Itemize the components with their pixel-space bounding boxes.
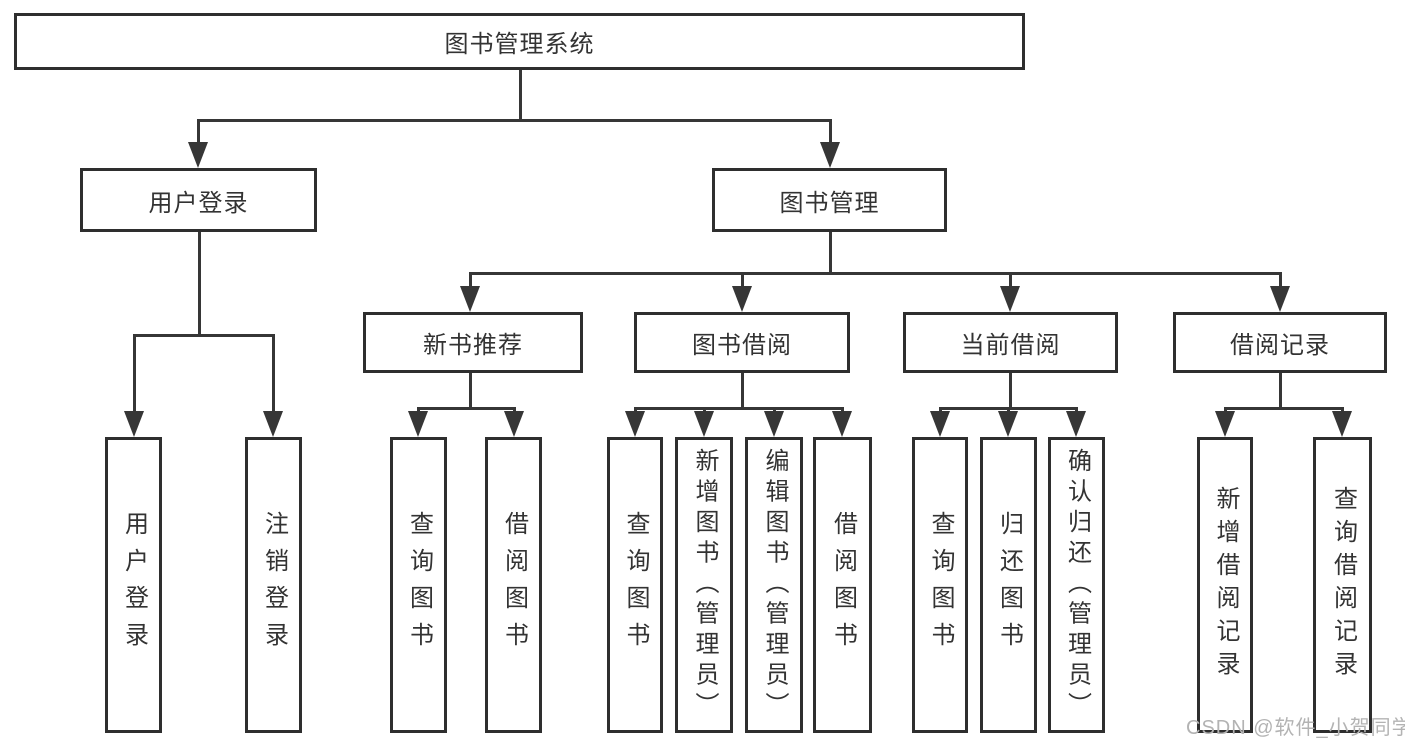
node-label: 借阅图书 bbox=[829, 511, 857, 659]
arrowhead-icon bbox=[694, 411, 714, 437]
connector-line bbox=[1278, 273, 1282, 288]
connector-line bbox=[1223, 406, 1344, 410]
node-leaf-query-books-1: 查询图书 bbox=[390, 437, 447, 733]
arrowhead-icon bbox=[1066, 411, 1086, 437]
node-label: 确认归还（管理员） bbox=[1063, 447, 1091, 723]
node-label: 查询图书 bbox=[405, 511, 433, 659]
node-book-mgmt: 图书管理 bbox=[712, 168, 947, 232]
arrowhead-icon bbox=[263, 411, 283, 437]
node-label: 用户登录 bbox=[120, 511, 148, 659]
connector-line bbox=[468, 273, 472, 288]
connector-line bbox=[840, 408, 844, 413]
node-leaf-query-record: 查询借阅记录 bbox=[1313, 437, 1372, 733]
node-leaf-user-login: 用户登录 bbox=[105, 437, 162, 733]
connector-line bbox=[938, 408, 942, 413]
arrowhead-icon bbox=[408, 411, 428, 437]
connector-line bbox=[702, 408, 706, 413]
connector-line bbox=[416, 406, 516, 410]
connector-line bbox=[633, 408, 637, 413]
arrowhead-icon bbox=[188, 142, 208, 168]
node-label: 新增借阅记录 bbox=[1212, 486, 1239, 684]
node-label: 注销登录 bbox=[260, 511, 288, 659]
node-leaf-confirm-return: 确认归还（管理员） bbox=[1048, 437, 1105, 733]
connector-line bbox=[132, 335, 136, 413]
node-leaf-edit-book: 编辑图书（管理员） bbox=[745, 437, 803, 733]
node-leaf-borrow-books-2: 借阅图书 bbox=[813, 437, 872, 733]
node-leaf-return-book: 归还图书 bbox=[980, 437, 1037, 733]
node-book-borrow: 图书借阅 bbox=[634, 312, 850, 373]
arrowhead-icon bbox=[1215, 411, 1235, 437]
node-label: 归还图书 bbox=[995, 511, 1023, 659]
connector-line bbox=[740, 273, 744, 288]
arrowhead-icon bbox=[820, 142, 840, 168]
arrowhead-icon bbox=[1332, 411, 1352, 437]
node-leaf-query-books-3: 查询图书 bbox=[912, 437, 968, 733]
arrowhead-icon bbox=[124, 411, 144, 437]
connector-line bbox=[1006, 408, 1010, 413]
connector-line bbox=[1008, 373, 1012, 408]
node-label: 新增图书（管理员） bbox=[691, 447, 718, 723]
connector-line bbox=[196, 118, 832, 122]
connector-line bbox=[468, 271, 1282, 275]
watermark: CSDN @软件_小贺同学 bbox=[1186, 717, 1405, 739]
arrowhead-icon bbox=[625, 411, 645, 437]
node-user-login: 用户登录 bbox=[80, 168, 317, 232]
arrowhead-icon bbox=[732, 286, 752, 312]
connector-line bbox=[196, 120, 200, 144]
arrowhead-icon bbox=[1270, 286, 1290, 312]
connector-line bbox=[468, 373, 472, 408]
arrowhead-icon bbox=[460, 286, 480, 312]
arrowhead-icon bbox=[1000, 286, 1020, 312]
connector-line bbox=[1340, 408, 1344, 413]
connector-line bbox=[1223, 408, 1227, 413]
node-leaf-query-books-2: 查询图书 bbox=[607, 437, 663, 733]
arrowhead-icon bbox=[930, 411, 950, 437]
connector-line bbox=[1278, 373, 1282, 408]
node-borrow-records: 借阅记录 bbox=[1173, 312, 1387, 373]
node-root: 图书管理系统 bbox=[14, 13, 1025, 70]
node-label: 查询图书 bbox=[927, 511, 954, 659]
connector-line bbox=[197, 232, 201, 335]
connector-line bbox=[828, 232, 832, 273]
connector-line bbox=[271, 335, 275, 413]
connector-line bbox=[772, 408, 776, 413]
arrowhead-icon bbox=[998, 411, 1018, 437]
arrowhead-icon bbox=[832, 411, 852, 437]
node-leaf-logout: 注销登录 bbox=[245, 437, 302, 733]
connector-line bbox=[518, 70, 522, 120]
node-label: 查询借阅记录 bbox=[1329, 486, 1357, 684]
connector-line bbox=[1008, 273, 1012, 288]
node-leaf-add-record: 新增借阅记录 bbox=[1197, 437, 1253, 733]
connector-line bbox=[740, 373, 744, 408]
connector-line bbox=[633, 406, 844, 410]
node-new-book-rec: 新书推荐 bbox=[363, 312, 583, 373]
node-current-borrow: 当前借阅 bbox=[903, 312, 1118, 373]
node-leaf-add-book: 新增图书（管理员） bbox=[675, 437, 733, 733]
connector-line bbox=[828, 120, 832, 144]
connector-line bbox=[512, 408, 516, 413]
connector-line bbox=[132, 333, 275, 337]
arrowhead-icon bbox=[504, 411, 524, 437]
node-label: 编辑图书（管理员） bbox=[761, 447, 788, 723]
node-label: 借阅图书 bbox=[500, 511, 528, 659]
connector-line bbox=[1074, 408, 1078, 413]
connector-line bbox=[416, 408, 420, 413]
node-leaf-borrow-books-1: 借阅图书 bbox=[485, 437, 542, 733]
node-label: 查询图书 bbox=[622, 511, 649, 659]
arrowhead-icon bbox=[764, 411, 784, 437]
